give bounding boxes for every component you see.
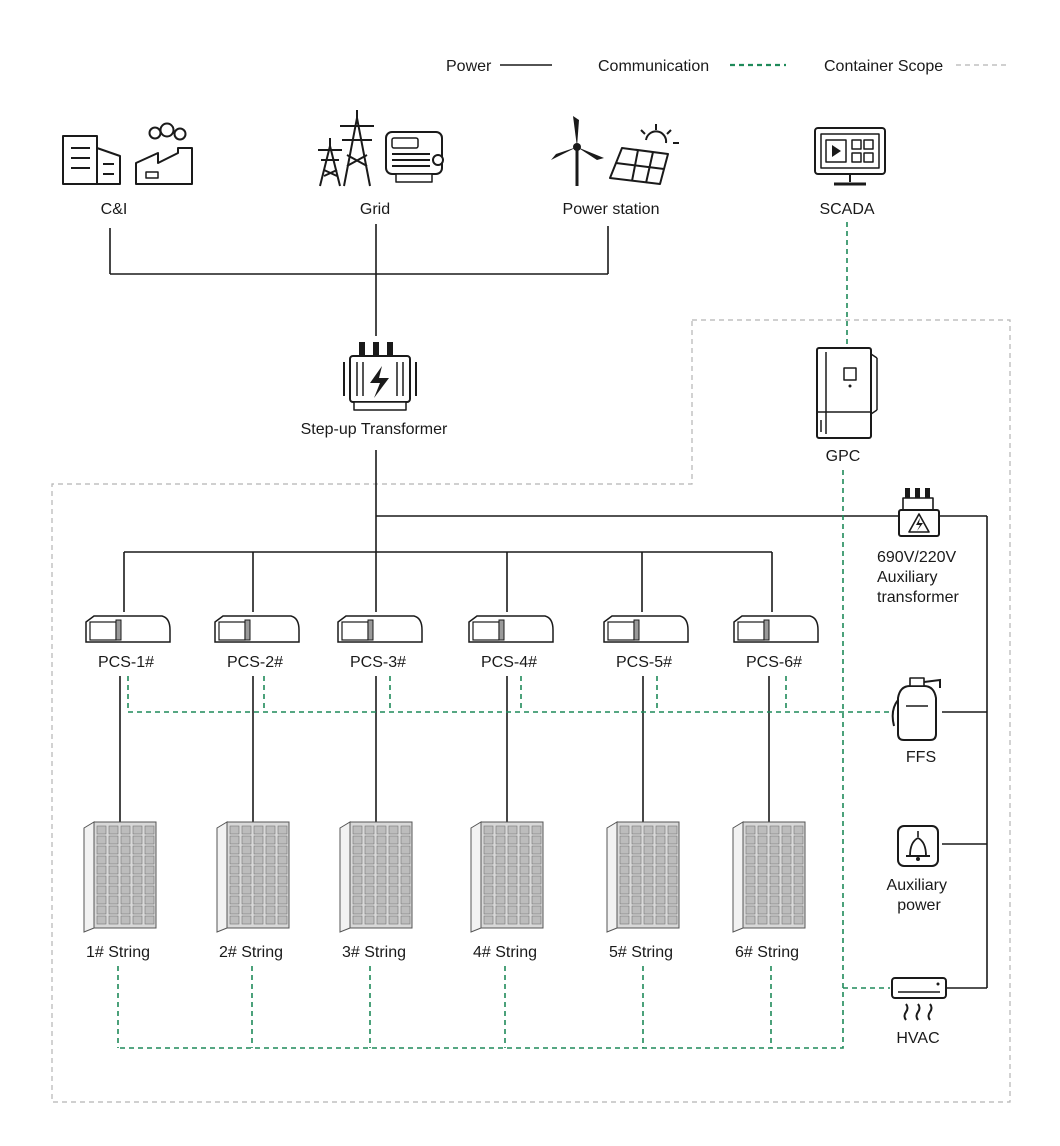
string-label-6: 6# String [735, 944, 799, 961]
hvac-label: HVAC [896, 1030, 939, 1047]
string-label-5: 5# String [609, 944, 673, 961]
battery-rack-icon [83, 821, 157, 933]
pcs-column-1: PCS-1# 1# String [83, 552, 171, 1048]
pylon-meter-icon [318, 110, 444, 187]
battery-rack-icon [606, 821, 680, 933]
aux-power-label: Auxiliary power [887, 877, 952, 914]
pcs-columns: PCS-1# 1# String PCS-2# 2# String PCS-3# 3# S… [83, 552, 819, 1048]
legend-communication-label: Communication [598, 58, 709, 75]
battery-rack-icon [216, 821, 290, 933]
gpc-comm-trunk [118, 470, 844, 1049]
fire-extinguisher-icon [891, 677, 941, 741]
string-label-4: 4# String [473, 944, 537, 961]
pcs-column-2: PCS-2# 2# String [214, 552, 300, 1048]
pcs-unit-icon [85, 615, 171, 643]
pcs-unit-icon [733, 615, 819, 643]
aux-transformer-label: 690V/220V Auxiliary transformer [877, 549, 961, 606]
pcs-column-6: PCS-6# 6# String [732, 552, 819, 1048]
ci-label: C&I [101, 201, 128, 218]
string-label-1: 1# String [86, 944, 150, 961]
string-label-3: 3# String [342, 944, 406, 961]
aux-power-bus [942, 516, 988, 989]
aux-transformer-icon [898, 488, 940, 537]
pcs-unit-icon [337, 615, 423, 643]
cabinet-icon [816, 347, 878, 439]
pcs-unit-icon [468, 615, 554, 643]
aux-power-line-2: power [897, 897, 941, 914]
pcs-column-4: PCS-4# 4# String [468, 552, 554, 1048]
transformer-icon [343, 342, 417, 411]
aux-transformer-line-3: transformer [877, 589, 959, 606]
battery-rack-icon [732, 821, 806, 933]
gpc-label: GPC [826, 448, 861, 465]
legend-container-scope-label: Container Scope [824, 58, 943, 75]
aux-transformer-line-1: 690V/220V [877, 549, 957, 566]
aux-power-line-1: Auxiliary [887, 877, 947, 894]
pcs-column-5: PCS-5# 5# String [603, 552, 689, 1048]
pcs-unit-icon [603, 615, 689, 643]
monitor-icon [814, 127, 886, 186]
aux-transformer-line-2: Auxiliary [877, 569, 937, 586]
bell-icon [897, 825, 939, 867]
pcs-label-6: PCS-6# [746, 654, 802, 671]
legend: Power Communication Container Scope [446, 58, 1008, 75]
pcs-column-3: PCS-3# 3# String [337, 552, 423, 1048]
ffs-label: FFS [906, 749, 936, 766]
pcs-label-5: PCS-5# [616, 654, 672, 671]
grid-busbar [109, 224, 609, 336]
pcs-label-1: PCS-1# [98, 654, 154, 671]
transformer-label: Step-up Transformer [301, 421, 448, 438]
scada-label: SCADA [819, 201, 874, 218]
wind-solar-icon [551, 116, 679, 186]
air-conditioner-icon [891, 977, 947, 1021]
pcs-label-2: PCS-2# [227, 654, 283, 671]
container-scope-boundary [51, 319, 1011, 1103]
battery-rack-icon [339, 821, 413, 933]
building-factory-icon [62, 122, 193, 185]
battery-rack-icon [470, 821, 544, 933]
grid-label: Grid [360, 201, 390, 218]
power-station-label: Power station [563, 201, 660, 218]
pcs-unit-icon [214, 615, 300, 643]
pcs-label-3: PCS-3# [350, 654, 406, 671]
legend-power-label: Power [446, 58, 492, 75]
string-label-2: 2# String [219, 944, 283, 961]
pcs-label-4: PCS-4# [481, 654, 537, 671]
